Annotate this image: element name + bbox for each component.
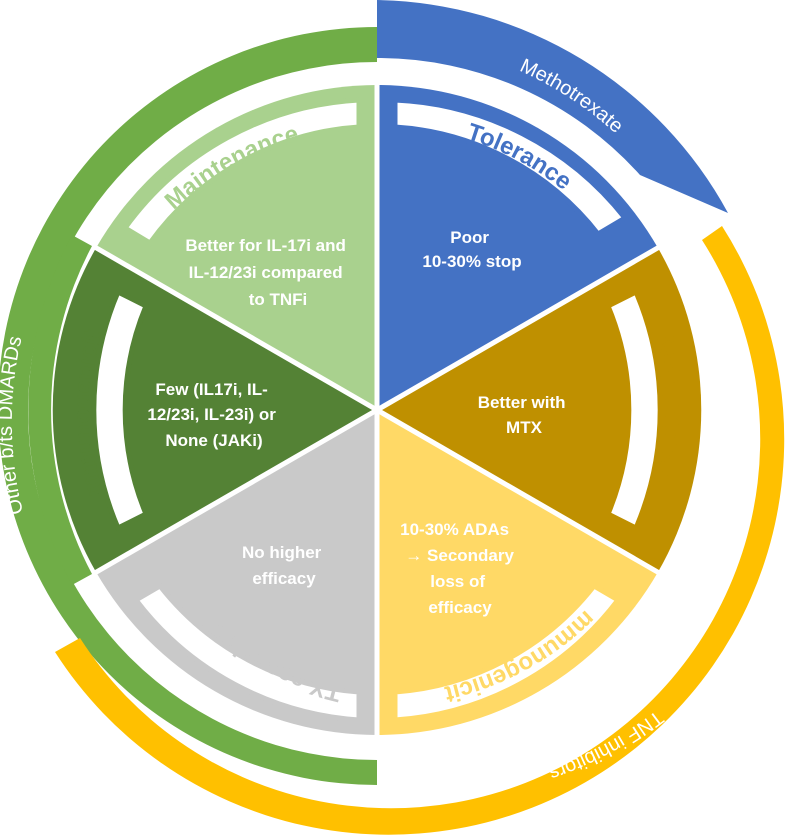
other-dmards-ring-wide <box>28 235 92 585</box>
methotrexate-ring <box>377 0 728 213</box>
text-line: loss of <box>430 572 485 591</box>
text-line: No higher <box>242 543 322 562</box>
segment-other-mtx-association-text: No higher efficacy <box>242 543 326 588</box>
segment-dividers <box>91 82 663 738</box>
segment-mtx-tolerance <box>377 85 658 410</box>
text-line: Better for IL-17i and <box>185 236 346 255</box>
segment-mtx-tolerance-text: Poor 10-30% stop <box>422 228 521 271</box>
text-line: MTX <box>506 418 543 437</box>
segment-tnf-maintenance-text: Better with MTX <box>478 393 571 437</box>
text-line: efficacy <box>428 598 492 617</box>
segment-tnf-immunogenicity <box>377 410 658 735</box>
tab-tnf-maintenance: Maintenance <box>604 288 687 532</box>
text-line: IL-12/23i compared <box>189 263 343 282</box>
text-line: to TNFi <box>249 290 308 309</box>
text-line: → Secondary <box>405 546 514 565</box>
segment-tnf-immunogenicity-text: 10-30% ADAs → Secondary loss of efficacy <box>400 520 519 617</box>
text-line: Few (IL17i, IL- <box>155 380 267 399</box>
text-line: 12/23i, IL-23i) or <box>147 405 276 424</box>
text-line: Poor <box>450 228 489 247</box>
segment-other-immunogenicity-text: Few (IL17i, IL- 12/23i, IL-23i) or None … <box>147 380 280 450</box>
text-line: 10-30% ADAs <box>400 520 509 539</box>
tnf-inhibitors-ring-label: TNF inhibitors <box>546 706 667 785</box>
segment-other-maintenance <box>96 85 377 410</box>
text-line: None (JAKi) <box>165 431 262 450</box>
segment-other-maintenance-text: Better for IL-17i and IL-12/23i compared… <box>185 236 350 309</box>
segment-other-mtx-association <box>96 410 377 735</box>
text-line: 10-30% stop <box>422 252 521 271</box>
text-line: Better with <box>478 393 566 412</box>
text-line: efficacy <box>252 569 316 588</box>
